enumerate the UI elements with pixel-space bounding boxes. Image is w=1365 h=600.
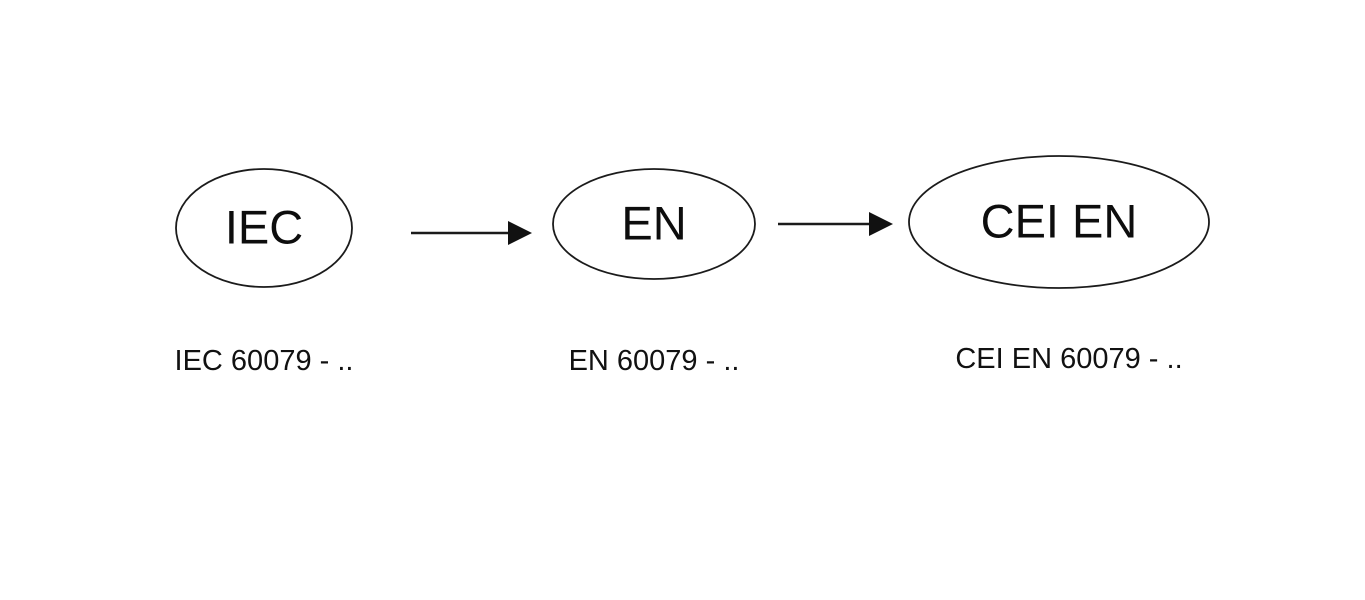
node-iec[interactable]: IEC	[175, 168, 353, 288]
node-iec-label: IEC	[225, 200, 303, 253]
connector-iec-to-en	[411, 221, 532, 245]
node-cei-en[interactable]: CEI EN	[908, 155, 1210, 289]
connector-iec-to-en-arrowhead-icon	[508, 221, 532, 245]
connector-en-to-cei-en	[778, 212, 893, 236]
node-cei-en-caption: CEI EN 60079 - ..	[955, 343, 1182, 375]
node-en-ellipse	[552, 168, 756, 280]
node-iec-caption: IEC 60079 - ..	[175, 345, 354, 377]
node-en[interactable]: EN	[552, 168, 756, 280]
connector-en-to-cei-en-arrowhead-icon	[869, 212, 893, 236]
node-cei-en-ellipse	[908, 155, 1210, 289]
node-en-caption: EN 60079 - ..	[569, 345, 740, 377]
node-en-label: EN	[621, 196, 686, 249]
node-cei-en-label: CEI EN	[981, 194, 1138, 247]
node-iec-ellipse	[175, 168, 353, 288]
